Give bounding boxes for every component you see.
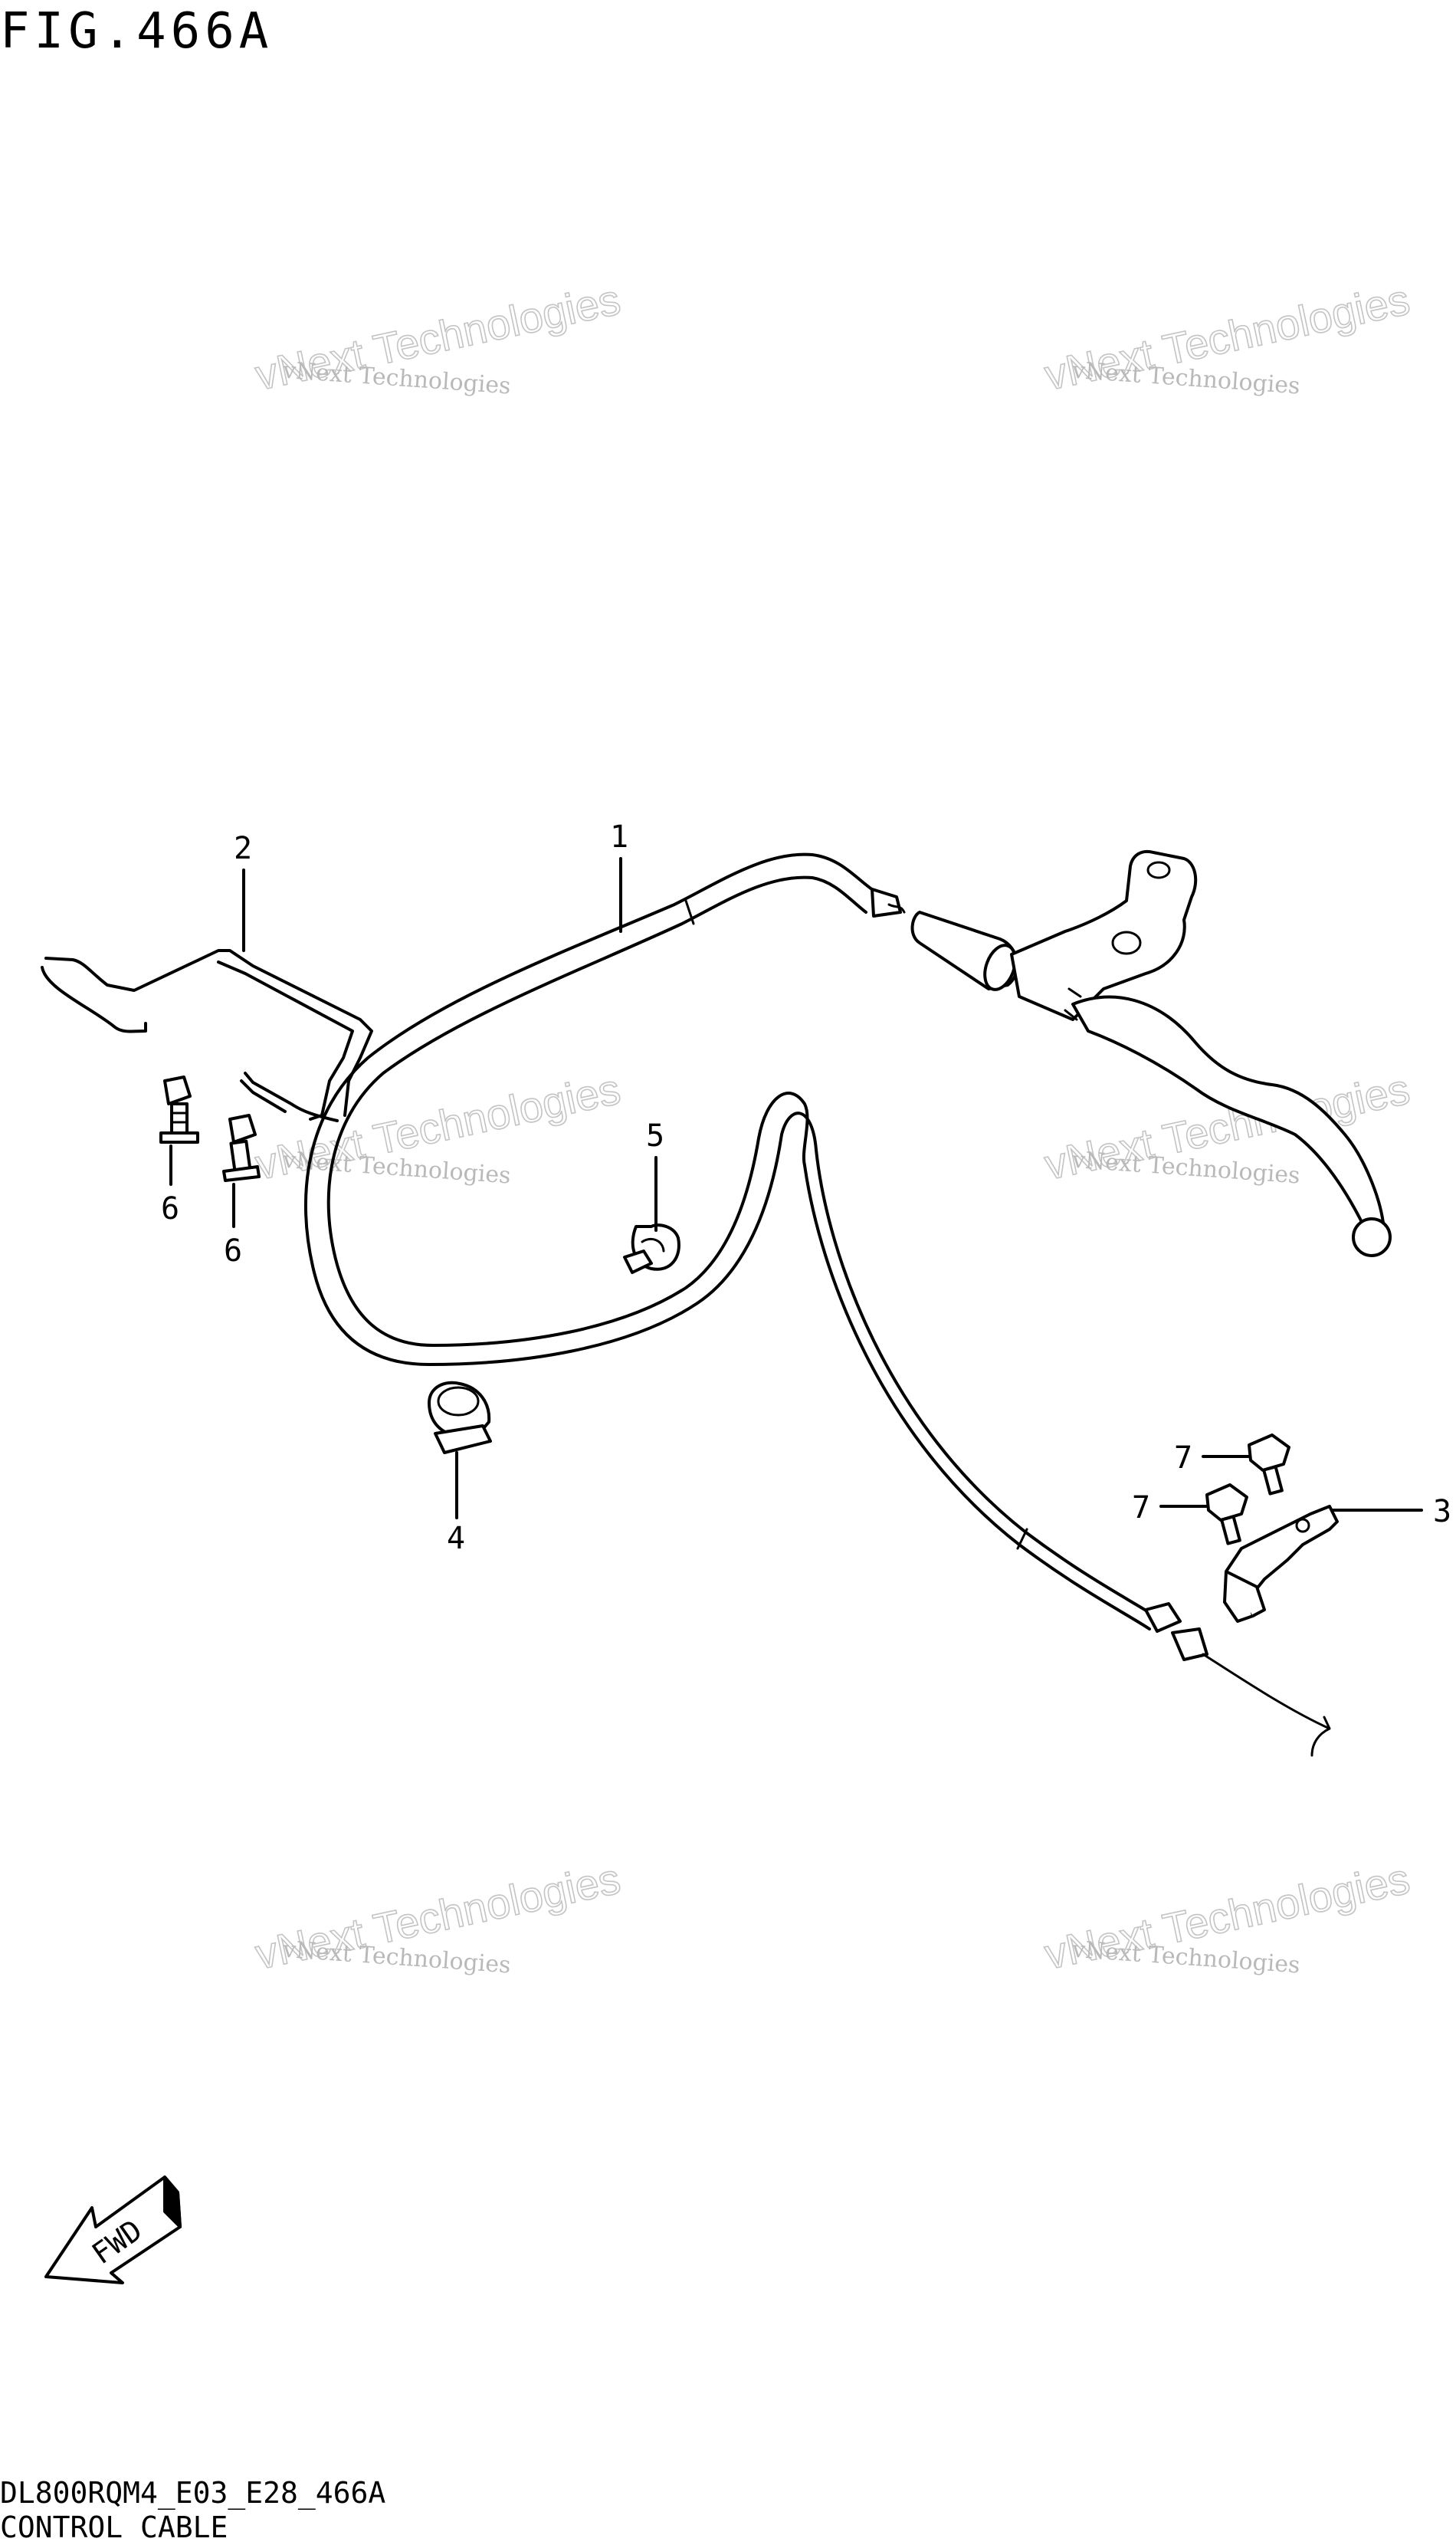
lever-blade [1071, 995, 1385, 1228]
lever-notch [1064, 987, 1082, 1021]
cable-lower-nut [1171, 1627, 1208, 1661]
holder-pivot [1111, 931, 1142, 955]
lever-adjuster-ring [983, 944, 1017, 991]
part-bolt-7a [1202, 1433, 1290, 1496]
watermark-bottom-left: vNext Technologies vNext Technologies [251, 1854, 625, 1979]
figure-title: FIG.466A [0, 3, 273, 60]
lever-ball-end [1352, 1217, 1392, 1257]
callout-number-6a: 6 [161, 1191, 179, 1227]
cable-inner-wire [1202, 1653, 1331, 1757]
bracket-hole [1295, 1518, 1310, 1533]
holder-mount-hole [1146, 861, 1171, 879]
cable-end-fitting [871, 888, 902, 918]
cable-band-mark [1016, 1528, 1028, 1550]
callout-number-6b: 6 [224, 1233, 242, 1269]
callout-number-7b: 7 [1132, 1490, 1150, 1525]
watermark-top-right: vNext Technologies vNext Technologies [1040, 274, 1415, 400]
part-bolt-7b [1159, 1483, 1248, 1545]
callout-number-7a: 7 [1174, 1440, 1192, 1476]
part-clutch-lever [910, 850, 1392, 1257]
part-bolt-6b [222, 1114, 261, 1228]
part-bolt-6a [159, 1075, 199, 1186]
part-bracket-3 [1223, 1505, 1423, 1623]
callout-number-1: 1 [610, 819, 628, 855]
cable-lower-adjuster [1144, 1602, 1182, 1633]
callout-number-4: 4 [447, 1521, 465, 1556]
callout-number-3: 3 [1433, 1494, 1451, 1529]
cable-end-wire [887, 903, 906, 914]
part-cable-guide [41, 869, 373, 1122]
callout-number-5: 5 [646, 1118, 664, 1154]
cable-band-mark [684, 899, 695, 925]
watermark-bottom-right: vNext Technologies vNext Technologies [1040, 1854, 1415, 1979]
part-group-label: CONTROL CABLE [0, 2511, 228, 2544]
part-clamp-4 [428, 1381, 492, 1519]
part-clutch-cable [303, 852, 1331, 1757]
part-clamp-5 [623, 1156, 680, 1274]
callout-number-2: 2 [234, 831, 252, 866]
model-code-label: DL800RQM4_E03_E28_466A [0, 2476, 385, 2511]
fwd-direction-arrow: FWD [44, 2176, 182, 2284]
watermark-top-left: vNext Technologies vNext Technologies [251, 274, 625, 400]
lever-holder [1010, 850, 1198, 1021]
watermark-mid-left: vNext Technologies vNext Technologies [251, 1064, 625, 1190]
